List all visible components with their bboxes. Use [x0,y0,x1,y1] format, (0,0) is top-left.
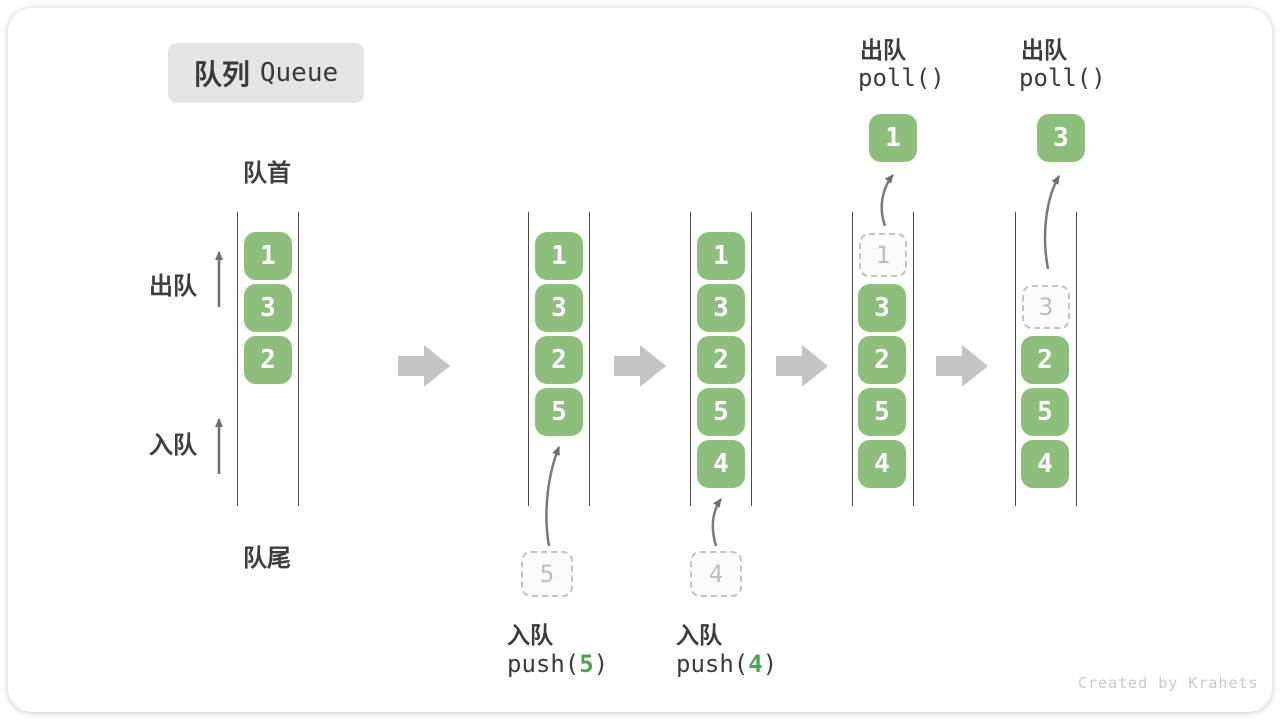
queue-block: 5 [535,388,583,436]
queue-block: 5 [858,388,906,436]
queue-container-1 [237,212,299,506]
code-post: ) [762,650,778,678]
watermark: Created by Krahets [1078,674,1259,692]
queue-container-5 [1015,212,1077,506]
queue-block: 4 [697,440,745,488]
queue-block: 2 [244,336,292,384]
queue-block: 5 [697,388,745,436]
queue-container-3 [690,212,752,506]
queue-block: 1 [535,232,583,280]
code-arg: 4 [748,650,763,678]
op-code-push5: push(5) [507,650,608,678]
queue-block: 1 [697,232,745,280]
code-pre: push( [507,650,580,678]
label-enqueue: 入队 [149,432,197,459]
queue-block: 2 [1021,336,1069,384]
queue-block: 5 [1021,388,1069,436]
queue-block: 3 [244,284,292,332]
queue-block: 1 [244,232,292,280]
label-queue-front: 队首 [243,160,291,187]
op-label-dequeue-1: 出队 [860,37,906,63]
queue-block: 4 [1021,440,1069,488]
title-zh: 队列 [193,59,250,90]
queue-block: 2 [858,336,906,384]
code-pre: push( [676,650,749,678]
op-code-push4: push(4) [676,650,777,678]
incoming-block: 5 [521,551,573,597]
queue-block: 3 [697,284,745,332]
diagram-card [8,8,1272,712]
op-code-poll-1: poll() [858,64,945,92]
label-queue-rear: 队尾 [243,545,291,572]
queue-container-4 [852,212,914,506]
op-label-enqueue-1: 入队 [507,622,553,648]
queue-block: 2 [697,336,745,384]
ghost-block: 1 [859,233,907,277]
queue-container-2 [528,212,590,506]
ghost-block: 3 [1022,285,1070,329]
label-dequeue: 出队 [149,273,197,300]
op-label-enqueue-2: 入队 [676,622,722,648]
code-arg: 5 [579,650,594,678]
queue-block: 4 [858,440,906,488]
incoming-block: 4 [690,551,742,597]
op-code-poll-2: poll() [1019,64,1106,92]
popped-block: 1 [869,114,917,162]
op-label-dequeue-2: 出队 [1021,37,1067,63]
title-box: 队列 Queue [168,43,364,103]
queue-block: 3 [535,284,583,332]
queue-block: 3 [858,284,906,332]
code-post: ) [593,650,609,678]
title-en: Queue [259,58,339,88]
queue-block: 2 [535,336,583,384]
popped-block: 3 [1037,114,1085,162]
